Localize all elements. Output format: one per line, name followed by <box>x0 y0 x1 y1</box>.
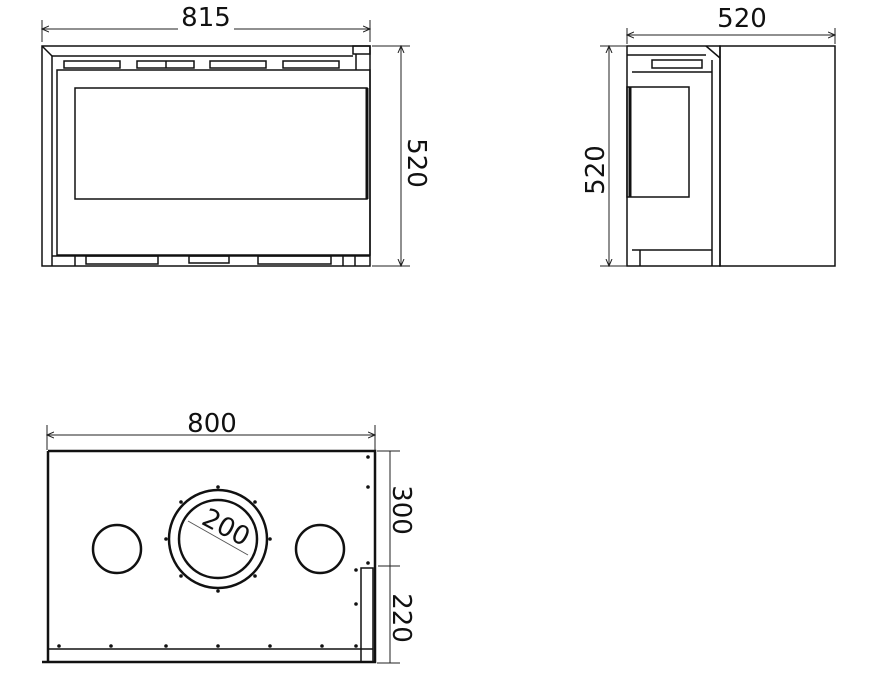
side-body <box>719 45 836 267</box>
top-vents <box>63 60 340 69</box>
mounting-holes <box>57 455 370 648</box>
front-view: 815 520 <box>42 3 431 266</box>
side-front-section <box>626 45 721 267</box>
side-depth-label: 520 <box>717 4 767 34</box>
top-offset-lower-label: 220 <box>386 593 416 643</box>
top-plate-outline <box>42 449 377 664</box>
top-width-label: 800 <box>187 409 237 439</box>
door-frame <box>56 69 371 256</box>
side-glass <box>626 86 690 198</box>
flue-collar-outer <box>167 488 269 590</box>
flue-collar-inner <box>177 498 259 580</box>
front-width-label: 815 <box>181 3 231 33</box>
right-air-hole <box>294 523 346 575</box>
left-air-hole <box>91 523 143 575</box>
front-height-label: 520 <box>401 138 431 188</box>
bottom-vents <box>52 255 370 266</box>
top-offset-upper-label: 300 <box>386 485 416 535</box>
door-glass <box>74 87 368 200</box>
side-height-label: 520 <box>581 145 611 195</box>
front-outer-frame <box>41 45 371 267</box>
side-view: 520 520 <box>581 4 835 266</box>
top-view: 800 200 300 220 <box>42 408 416 664</box>
